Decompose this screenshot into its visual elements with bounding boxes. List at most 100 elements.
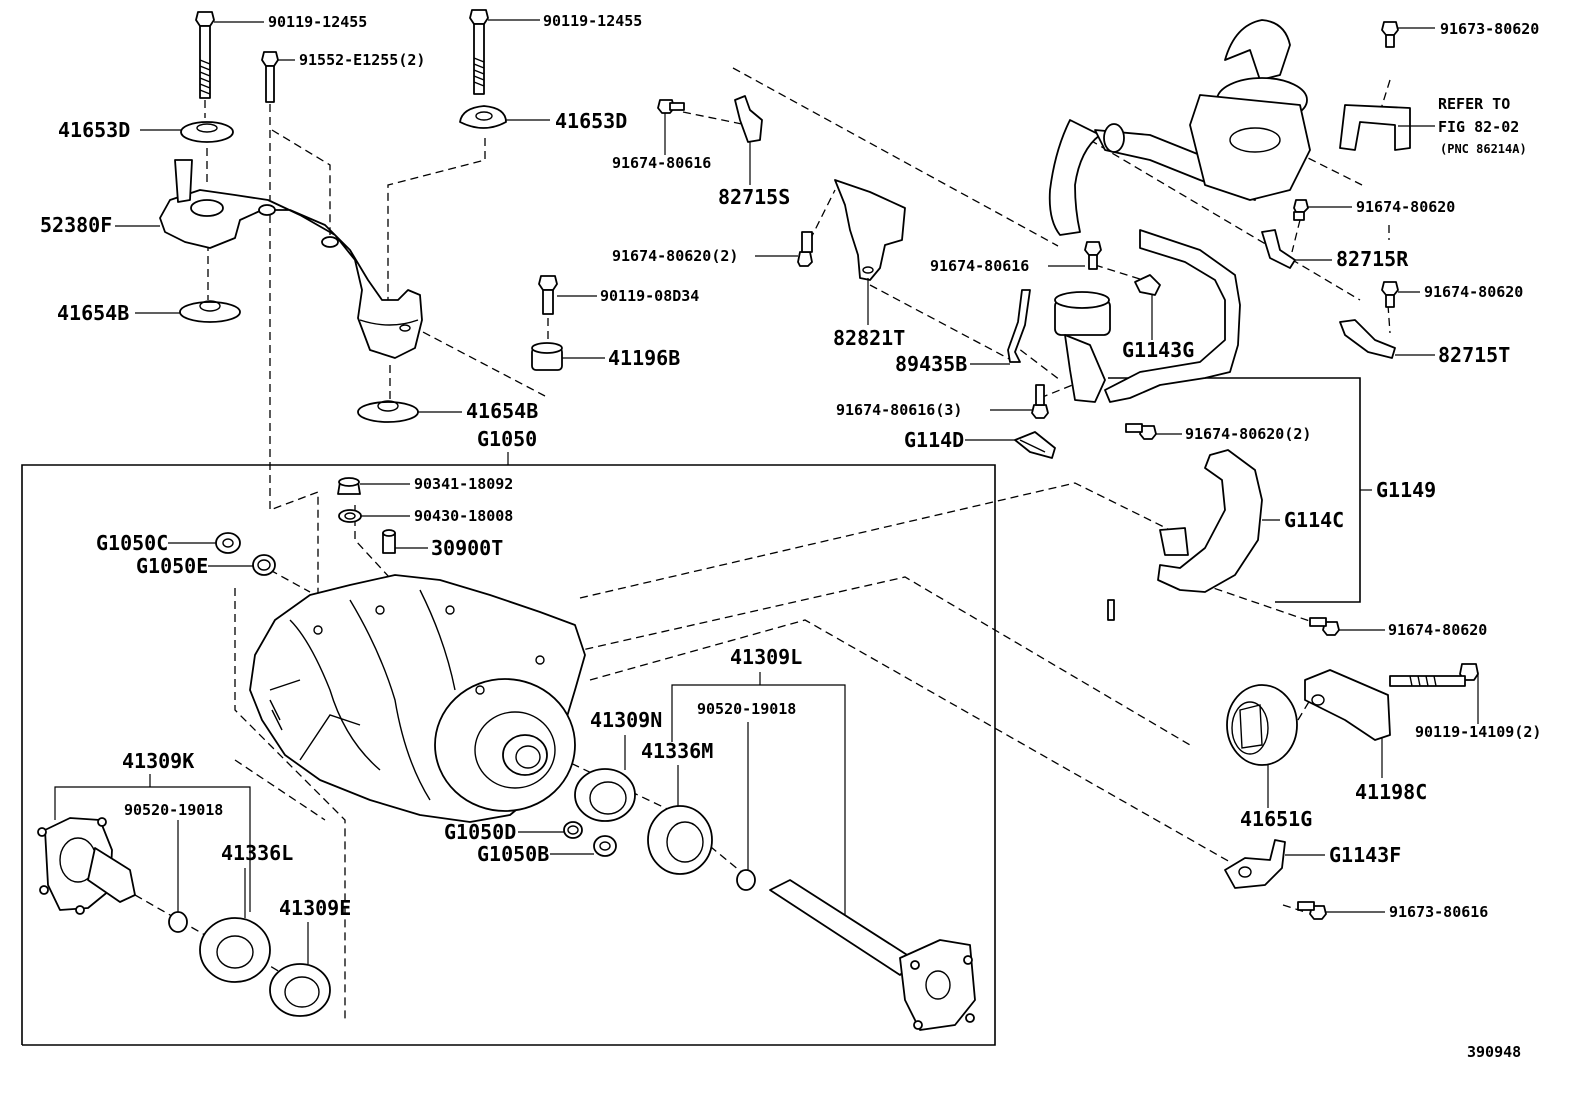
bolt-91674-80616-top: [657, 99, 685, 114]
bolt-91674-80620-82715r: [1293, 199, 1309, 221]
label-g1149: G1149: [1376, 478, 1436, 502]
plug-g1050b: [593, 835, 617, 857]
bracket-82715s: [734, 95, 763, 143]
differential-carrier-assembly: [249, 574, 586, 823]
label-82715t: 82715T: [1438, 343, 1510, 367]
bolt-91674-80616-3: [1031, 384, 1049, 419]
label-90119-08d34: 90119-08D34: [600, 287, 699, 305]
mount-cushion-41653d-center: [459, 105, 507, 129]
label-41336l: 41336L: [221, 841, 293, 865]
bracket-g1143f: [1224, 839, 1286, 889]
label-91552-e1255: 91552-E1255(2): [299, 51, 425, 69]
diagram-id: 390948: [1467, 1043, 1521, 1061]
bolt-90119-12455-center: [469, 9, 489, 95]
vacuum-pump-refer-fig-82-02: [1189, 19, 1411, 201]
bolt-91674-80620-g114c: [1309, 617, 1340, 636]
label-91674-80616-3: 91674-80616(3): [836, 401, 962, 419]
bracket-82715t: [1339, 319, 1396, 359]
flange-41309k: [37, 817, 136, 915]
label-91674-80620-2-left: 91674-80620(2): [612, 247, 738, 265]
label-41198c: 41198C: [1355, 780, 1427, 804]
label-41196b: 41196B: [608, 346, 680, 370]
label-90341-18092: 90341-18092: [414, 475, 513, 493]
g1149-bracket-frame: [1108, 377, 1372, 603]
label-41654b-left: 41654B: [57, 301, 129, 325]
label-g1143f: G1143F: [1329, 843, 1401, 867]
label-91673-80620: 91673-80620: [1440, 20, 1539, 38]
bushing-41196b: [531, 342, 563, 371]
label-90520-19018-right: 90520-19018: [697, 700, 796, 718]
label-g1050: G1050: [477, 427, 537, 451]
label-41309k: 41309K: [122, 749, 194, 773]
label-90430-18008: 90430-18008: [414, 507, 513, 525]
mount-41651g: [1226, 684, 1298, 766]
cover-g114c: [1107, 449, 1263, 621]
label-41651g: 41651G: [1240, 807, 1312, 831]
oil-seal-41309e: [269, 963, 331, 1017]
bolt-91674-80620-2-right: [1125, 423, 1157, 440]
label-89435b: 89435B: [895, 352, 967, 376]
dust-deflector-41336l: [199, 917, 271, 983]
label-90119-12455-center: 90119-12455: [543, 12, 642, 30]
label-41653d-left: 41653D: [58, 118, 130, 142]
assembly-dashed-lines: [134, 67, 1391, 1020]
label-g114c: G114C: [1284, 508, 1344, 532]
breather-30900t: [382, 529, 396, 554]
label-91674-80616-top: 91674-80616: [612, 154, 711, 172]
41309k-bracket: [54, 774, 251, 912]
label-g114d: G114D: [904, 428, 964, 452]
label-82715r: 82715R: [1336, 247, 1409, 271]
41309l-bracket: [671, 672, 846, 920]
bolt-90119-08d34: [538, 275, 558, 315]
label-41309n: 41309N: [590, 708, 662, 732]
connector-g114d: [1014, 431, 1056, 459]
bolt-91674-80616-g1143g: [1084, 241, 1102, 270]
label-91674-80620-82715t: 91674-80620: [1424, 283, 1523, 301]
gasket-90430-18008: [338, 509, 362, 523]
washer-41654b-center: [357, 400, 419, 423]
label-41309l: 41309L: [730, 645, 802, 669]
label-52380f: 52380F: [40, 213, 112, 237]
label-pnc-86214a: (PNC 86214A): [1440, 142, 1527, 156]
oring-g1050e: [252, 554, 276, 576]
shaft-41309l: [769, 879, 976, 1031]
bracket-82715r: [1261, 229, 1296, 269]
oring-g1050d: [563, 821, 583, 839]
bolt-90119-14109: [1389, 663, 1479, 687]
label-g1050e: G1050E: [136, 554, 208, 578]
bolt-91673-80620: [1381, 21, 1399, 48]
nut-g1050c: [215, 532, 241, 554]
dust-deflector-41336m: [647, 805, 713, 875]
label-91674-80620-2-right: 91674-80620(2): [1185, 425, 1311, 443]
label-91674-80620-82715r: 91674-80620: [1356, 198, 1455, 216]
label-91674-80620-g114c: 91674-80620: [1388, 621, 1487, 639]
label-91674-80616-g1143g: 91674-80616: [930, 257, 1029, 275]
bolt-91552-e1255: [261, 51, 279, 103]
label-90119-14109-2: 90119-14109(2): [1415, 723, 1541, 741]
label-refer-to: REFER TO: [1438, 95, 1510, 113]
label-g1050b: G1050B: [477, 842, 549, 866]
bracket-82821t: [834, 179, 906, 281]
snap-ring-90520-19018-right: [736, 869, 756, 891]
mount-cushion-41653d-left: [180, 121, 234, 143]
label-82821t: 82821T: [833, 326, 905, 350]
label-91673-80616: 91673-80616: [1389, 903, 1488, 921]
support-member-52380f: [159, 159, 423, 359]
oil-seal-41309n: [574, 768, 636, 822]
label-41309e: 41309E: [279, 896, 351, 920]
bracket-41198c: [1304, 669, 1391, 741]
label-g1050c: G1050C: [96, 531, 168, 555]
bolt-90119-12455-left: [195, 11, 215, 99]
plug-90341-18092: [337, 477, 361, 495]
bolt-91674-80620-82821t: [797, 231, 813, 267]
label-fig-82-02: FIG 82-02: [1438, 118, 1519, 136]
label-82715s: 82715S: [718, 185, 790, 209]
washer-41654b-left: [179, 300, 241, 323]
label-90119-12455-left: 90119-12455: [268, 13, 367, 31]
label-41654b-center: 41654B: [466, 399, 538, 423]
label-30900t: 30900T: [431, 536, 503, 560]
label-g1143g: G1143G: [1122, 338, 1194, 362]
label-g1050d: G1050D: [444, 820, 516, 844]
